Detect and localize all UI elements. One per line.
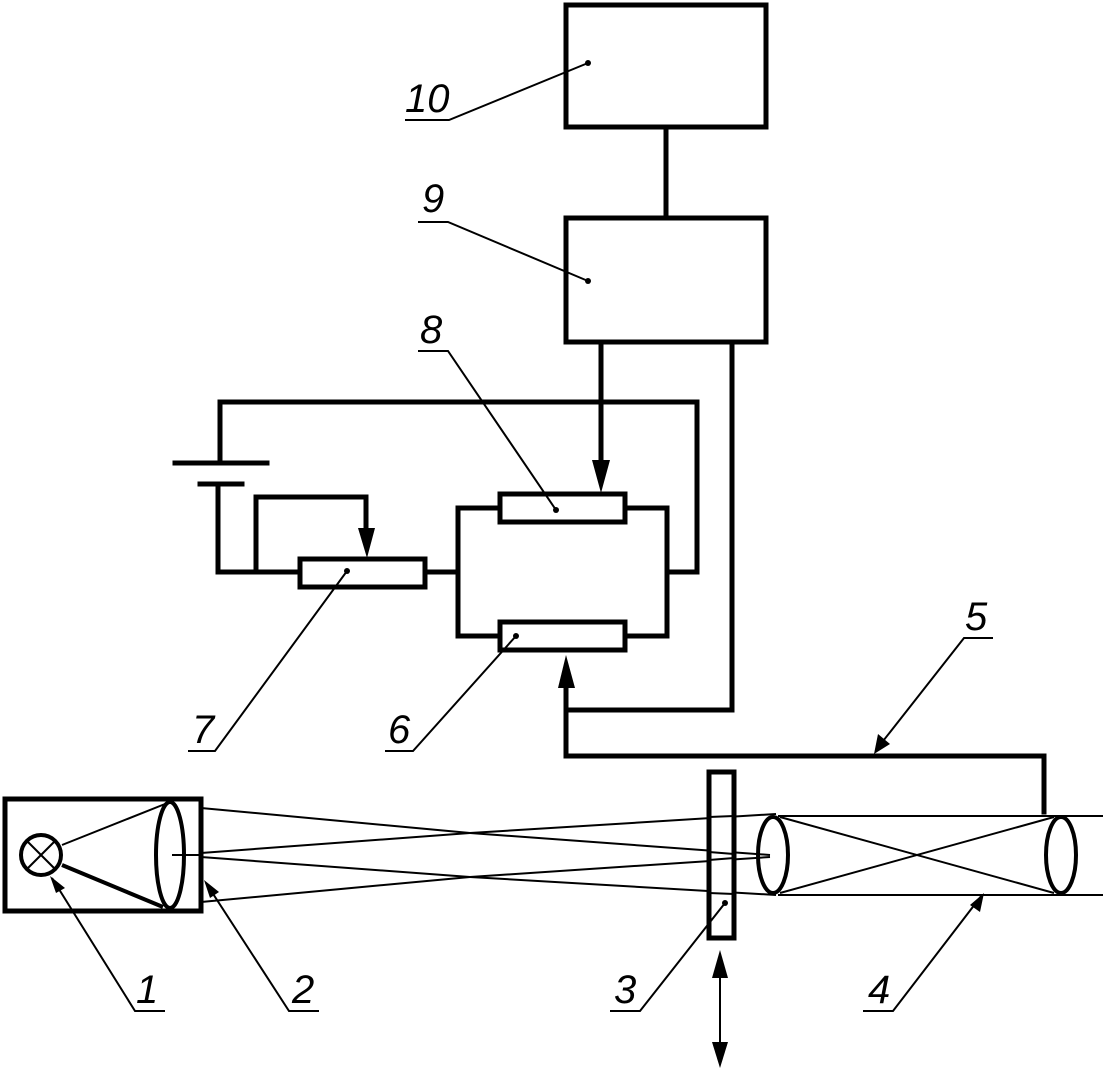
wire-bridge-right (622, 505, 670, 639)
leader-3 (610, 902, 726, 1012)
lamp-cross-b (27, 841, 55, 869)
resistor-6 (497, 619, 628, 653)
label-8: 8 (420, 308, 443, 352)
label-1: 1 (136, 968, 158, 1012)
resistor-7 (297, 556, 428, 590)
light-beam (200, 807, 777, 903)
leader-10 (405, 62, 589, 121)
illuminator-housing (2, 796, 204, 914)
wire-5-to-6 (563, 685, 1047, 815)
arrow-to-resistor-6 (558, 655, 575, 688)
label-10: 10 (405, 77, 450, 121)
receiver-lens-2 (1044, 815, 1078, 895)
ray (200, 807, 471, 834)
leader-2 (205, 882, 319, 1012)
ray-through-plate (708, 851, 735, 855)
rheostat-7-wiper-wire (253, 494, 369, 575)
ray (200, 876, 471, 903)
arrow-to-resistor-8 (592, 460, 610, 493)
wire-9-to-6 (563, 339, 735, 713)
leader-1 (51, 877, 165, 1012)
ray-through-plate (708, 892, 735, 895)
arrow-2 (204, 880, 219, 898)
leader-5 (875, 637, 993, 751)
ray-through-plate (708, 857, 735, 861)
receiver-lens-1 (756, 815, 790, 895)
label-9: 9 (422, 177, 444, 221)
label-2: 2 (291, 968, 314, 1012)
leader-4 (863, 894, 983, 1012)
plate-3 (706, 769, 737, 941)
label-4: 4 (868, 968, 890, 1012)
wire-bridge-left (455, 505, 503, 639)
label-7: 7 (192, 708, 216, 752)
label-5: 5 (965, 595, 988, 639)
leader-7 (188, 570, 348, 752)
arrow-5 (874, 734, 890, 754)
wire-battery-to-7 (215, 481, 303, 575)
block-9 (563, 215, 769, 345)
lamp-ray-bottom (61, 863, 164, 909)
wire-top-loop (217, 399, 700, 575)
label-3: 3 (614, 968, 636, 1012)
plate-motion-arrow-down (712, 1042, 728, 1068)
block-10 (563, 2, 769, 130)
ray (200, 832, 471, 854)
ray-through-plate (708, 815, 735, 818)
label-6: 6 (388, 708, 411, 752)
arrow-1 (50, 876, 65, 893)
arrow-4 (970, 893, 984, 912)
resistor-8 (497, 491, 628, 525)
lamp-1 (19, 833, 63, 877)
plate-motion-arrow-up (712, 950, 728, 978)
receiver-cross-b (779, 816, 1055, 894)
leader-6 (385, 635, 517, 752)
leader-9 (418, 221, 589, 282)
rheostat-7-wiper-arrow (358, 528, 375, 558)
leader-8 (418, 350, 557, 511)
ray (200, 856, 471, 878)
lamp-ray-top (61, 803, 166, 846)
